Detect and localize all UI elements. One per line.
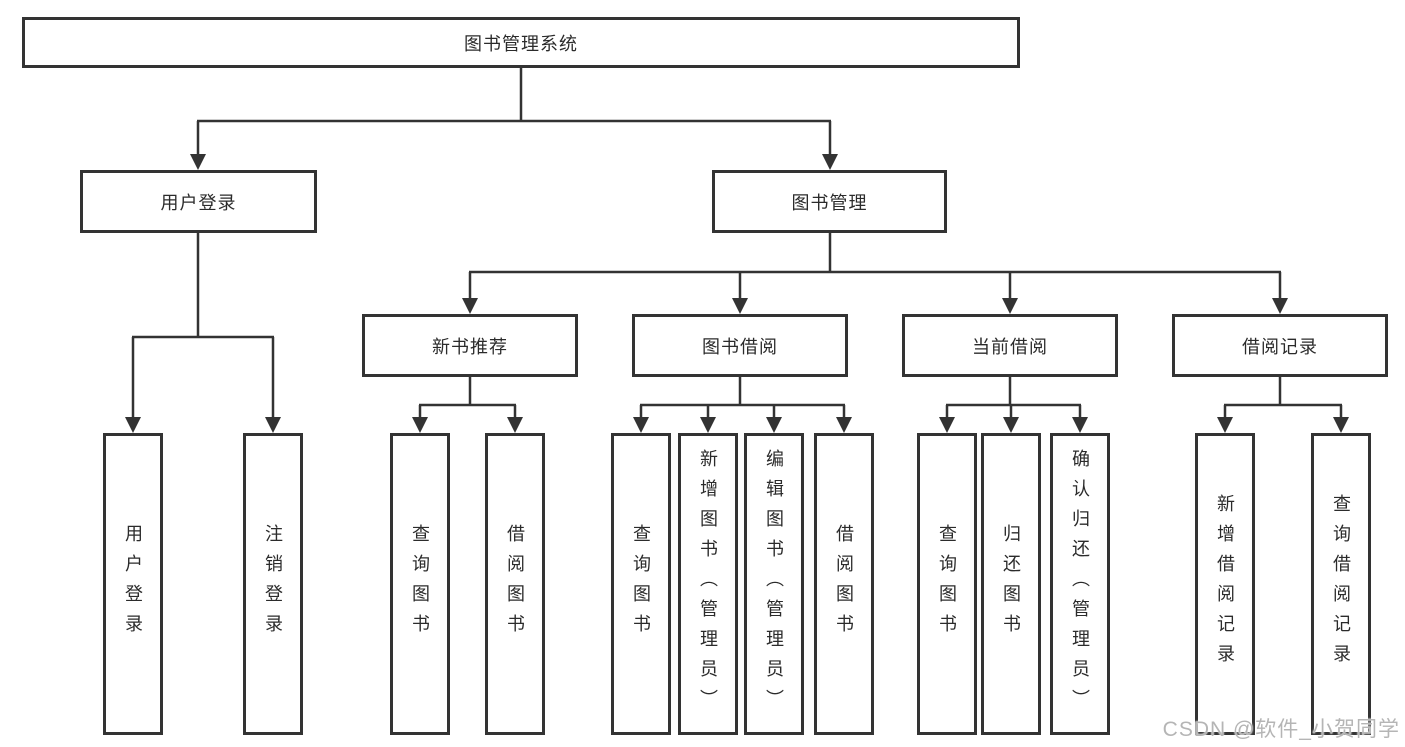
node-label: 当前借阅 [972, 336, 1048, 357]
node-label: 编辑图书（管理员） [764, 449, 784, 719]
connector-group-current [945, 377, 1082, 419]
node-label: 查询图书 [410, 524, 430, 644]
node-label: 注销登录 [263, 524, 283, 644]
connector-group-root [196, 68, 832, 156]
node-label: 图书管理 [791, 192, 868, 213]
node-root-library-system: 图书管理系统 [22, 17, 1020, 68]
csdn-watermark: CSDN @软件_小贺同学 [1162, 718, 1400, 741]
node-label: 新增借阅记录 [1215, 494, 1235, 674]
leaf-add-books-admin: 新增图书（管理员） [678, 433, 738, 735]
node-label: 新增图书（管理员） [698, 449, 718, 719]
node-new-book-recommend: 新书推荐 [362, 314, 578, 377]
node-user-login: 用户登录 [80, 170, 317, 233]
leaf-add-borrow-record: 新增借阅记录 [1195, 433, 1255, 735]
leaf-query-books-newbook: 查询图书 [390, 433, 450, 735]
node-label: 用户登录 [123, 524, 143, 644]
node-label: 查询借阅记录 [1331, 494, 1351, 674]
node-book-management: 图书管理 [712, 170, 947, 233]
leaf-confirm-return-admin: 确认归还（管理员） [1050, 433, 1110, 735]
node-label: 确认归还（管理员） [1070, 449, 1090, 719]
node-label: 借阅图书 [834, 524, 854, 644]
node-label: 查询图书 [631, 524, 651, 644]
connector-group-book-management [468, 233, 1282, 300]
leaf-query-books-borrowing: 查询图书 [611, 433, 671, 735]
connector-group-records [1223, 377, 1343, 419]
node-label: 新书推荐 [432, 336, 508, 357]
leaf-logout: 注销登录 [243, 433, 303, 735]
leaf-borrow-books-borrowing: 借阅图书 [814, 433, 874, 735]
node-borrowing-records: 借阅记录 [1172, 314, 1388, 377]
node-label: 图书借阅 [702, 336, 778, 357]
node-label: 借阅记录 [1242, 336, 1318, 357]
leaf-edit-books-admin: 编辑图书（管理员） [744, 433, 804, 735]
leaf-user-login: 用户登录 [103, 433, 163, 735]
node-label: 用户登录 [160, 192, 237, 213]
arrowheads [125, 154, 1349, 433]
leaf-borrow-books-newbook: 借阅图书 [485, 433, 545, 735]
node-current-borrowing: 当前借阅 [902, 314, 1118, 377]
node-label: 借阅图书 [505, 524, 525, 644]
node-book-borrowing: 图书借阅 [632, 314, 848, 377]
leaf-return-books: 归还图书 [981, 433, 1041, 735]
node-label: 归还图书 [1001, 524, 1021, 644]
connector-group-user-login [131, 233, 275, 419]
leaf-query-books-current: 查询图书 [917, 433, 977, 735]
node-label: 查询图书 [937, 524, 957, 644]
node-label: 图书管理系统 [464, 33, 578, 54]
connector-group-new-book [418, 377, 517, 419]
connector-group-borrowing [639, 377, 846, 419]
leaf-query-borrow-record: 查询借阅记录 [1311, 433, 1371, 735]
